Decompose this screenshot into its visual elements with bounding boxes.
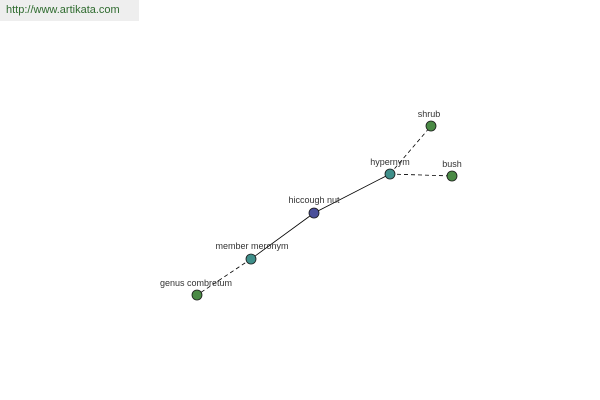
edge-hiccough-nut-to-member-meronym — [250, 212, 315, 260]
edges-layer — [196, 125, 453, 296]
node-marker-hiccough-nut[interactable] — [308, 207, 320, 219]
node-label-hypernym[interactable]: hypernym — [370, 157, 410, 167]
node-marker-shrub[interactable] — [425, 120, 437, 132]
node-genus-combretum[interactable]: genus combretum — [160, 278, 232, 301]
edge-hypernym-to-bush — [389, 173, 453, 177]
node-label-hiccough-nut[interactable]: hiccough nut — [288, 195, 340, 205]
edge-member-meronym-to-genus-combretum — [196, 258, 252, 296]
node-marker-genus-combretum[interactable] — [191, 289, 203, 301]
node-label-member-meronym[interactable]: member meronym — [215, 241, 288, 251]
node-hypernym[interactable]: hypernym — [370, 157, 410, 180]
node-marker-hypernym[interactable] — [384, 168, 396, 180]
node-shrub[interactable]: shrub — [418, 109, 441, 132]
node-bush[interactable]: bush — [442, 159, 462, 182]
node-member-meronym[interactable]: member meronym — [215, 241, 289, 265]
node-label-genus-combretum[interactable]: genus combretum — [160, 278, 232, 288]
edge-hypernym-to-shrub — [389, 125, 432, 175]
node-hiccough-nut[interactable]: hiccough nut — [288, 195, 340, 219]
site-url-link[interactable]: http://www.artikata.com — [0, 0, 139, 21]
node-label-shrub[interactable]: shrub — [418, 109, 441, 119]
node-marker-bush[interactable] — [446, 170, 458, 182]
node-marker-member-meronym[interactable] — [245, 253, 257, 265]
edge-hiccough-nut-to-hypernym — [313, 173, 391, 214]
node-label-bush[interactable]: bush — [442, 159, 462, 169]
nodes-layer: hiccough nut hypernym member meronym shrub b… — [160, 109, 462, 301]
